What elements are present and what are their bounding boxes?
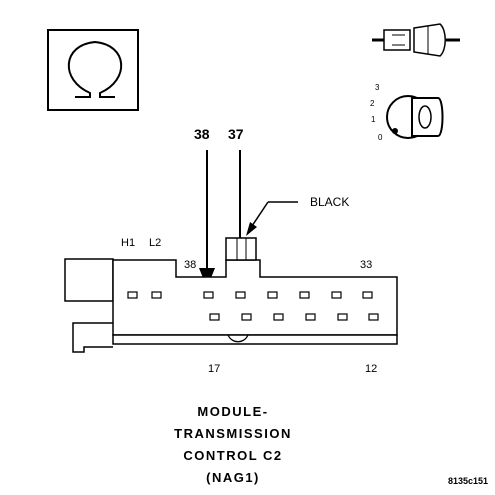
label-h1: H1 <box>121 237 135 249</box>
wire-color-leader <box>246 201 298 236</box>
callout-pin-38: 38 <box>194 126 210 142</box>
label-pin-17: 17 <box>208 363 220 375</box>
label-l2: L2 <box>149 237 161 249</box>
label-pin-33: 33 <box>360 259 372 271</box>
wire-color-label: BLACK <box>310 195 349 209</box>
title-line-1: MODULE- <box>197 404 268 419</box>
label-pin-38: 38 <box>184 259 196 271</box>
title-line-3: CONTROL C2 <box>183 448 282 463</box>
ground-symbol-icon <box>47 29 139 111</box>
connector-body <box>64 237 398 353</box>
figure-code: 8135c151 <box>448 476 488 486</box>
label-pin-12: 12 <box>365 363 377 375</box>
ign-pos-3: 3 <box>375 83 380 92</box>
ign-pos-1: 1 <box>371 115 376 124</box>
title-line-2: TRANSMISSION <box>174 426 292 441</box>
ign-pos-2: 2 <box>370 99 375 108</box>
title-line-4: (NAG1) <box>206 470 260 485</box>
ignition-key-icon: 3 2 1 0 <box>370 83 444 142</box>
ign-pos-0: 0 <box>378 133 383 142</box>
connector-plug-icon <box>372 23 460 57</box>
callout-pin-37: 37 <box>228 126 244 142</box>
callout-arrow-38 <box>199 150 215 288</box>
